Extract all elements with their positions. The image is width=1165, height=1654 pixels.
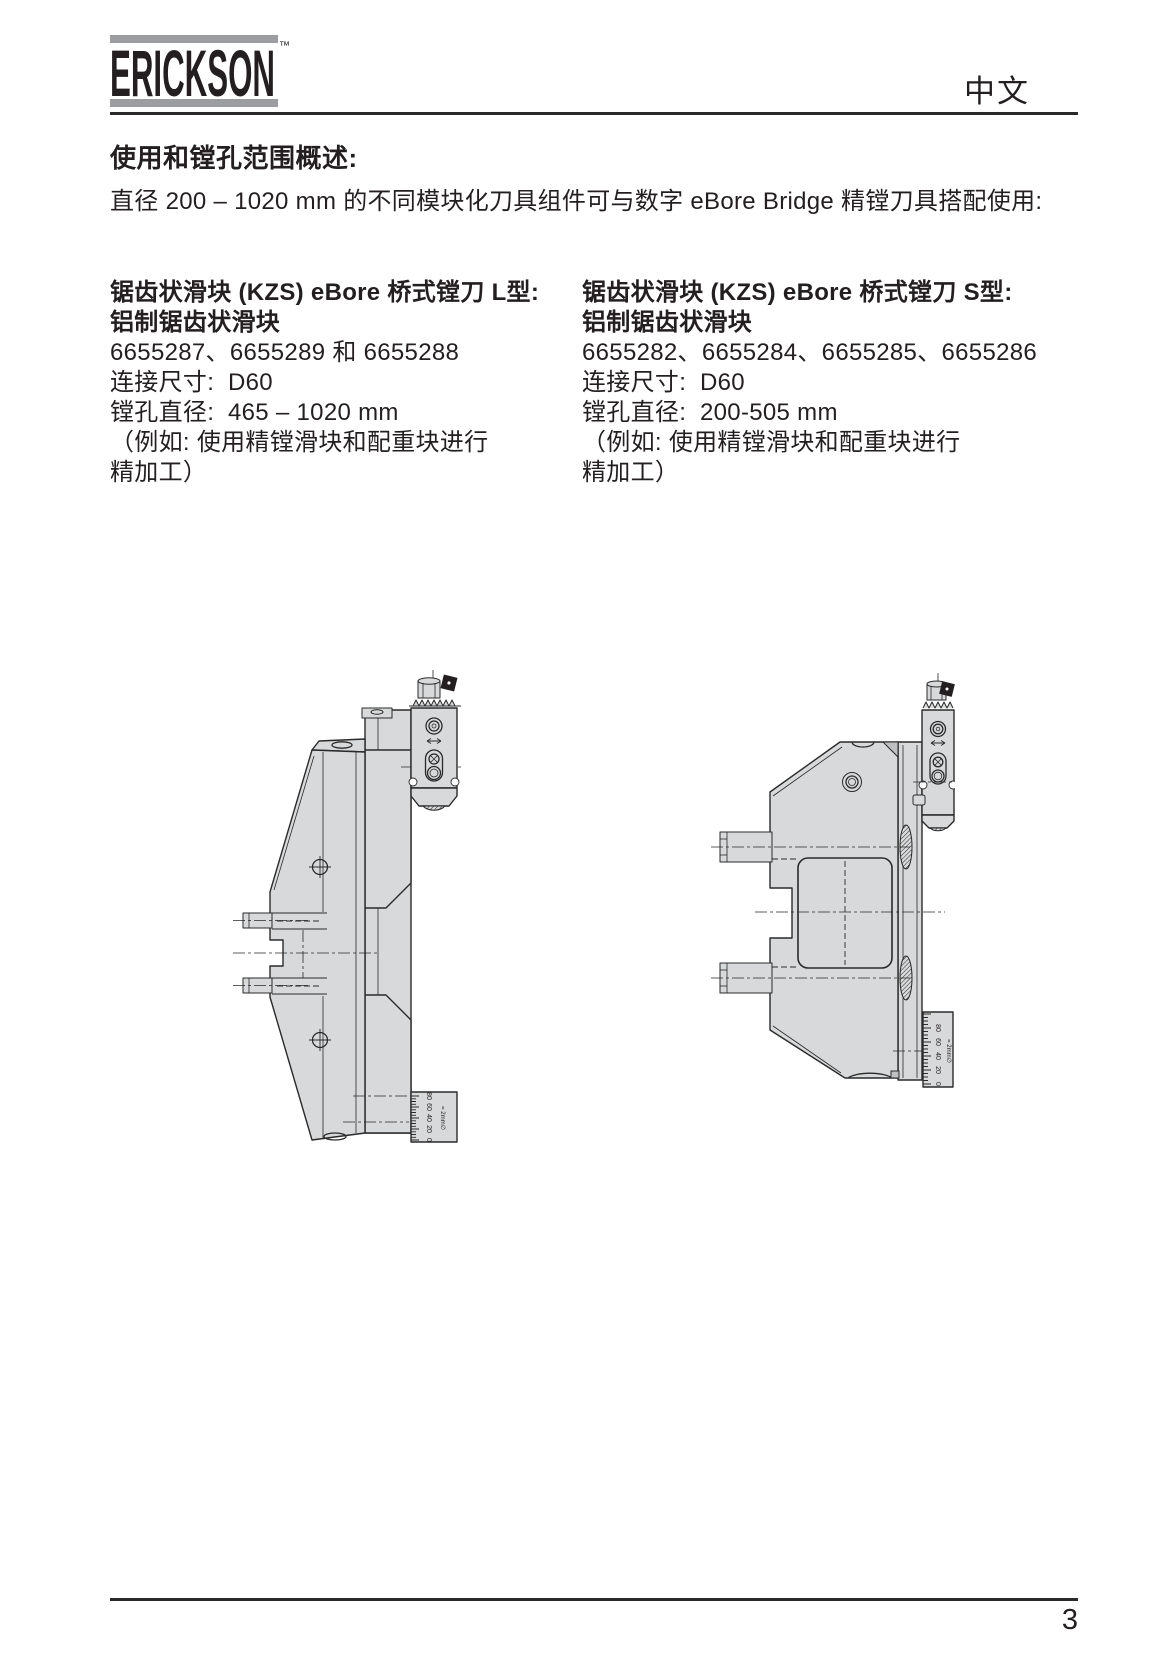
spec-value: D60 bbox=[228, 369, 273, 396]
product-column-l: 锯齿状滑块 (KZS) eBore 桥式镗刀 L型: 铝制锯齿状滑块 66552… bbox=[110, 278, 572, 488]
s-bridge-body bbox=[769, 741, 900, 1079]
logo-bottom-bar bbox=[110, 99, 278, 107]
spec-row-bore: 镗孔直径: 465 – 1020 mm bbox=[110, 398, 572, 428]
s-clamp-studs bbox=[719, 831, 773, 994]
product-part-numbers: 6655287、6655289 和 6655288 bbox=[110, 339, 460, 366]
product-note-line1: （例如: 使用精镗滑块和配重块进行 bbox=[582, 429, 961, 456]
spec-label: 连接尺寸: bbox=[110, 369, 215, 396]
spec-value: 200-505 mm bbox=[700, 399, 838, 426]
l-cutter-cartridge bbox=[408, 670, 461, 811]
s-centerlines bbox=[711, 846, 945, 1052]
l-centerlines bbox=[233, 766, 463, 1123]
header-rule bbox=[110, 112, 1078, 115]
product-title: 锯齿状滑块 (KZS) eBore 桥式镗刀 S型: bbox=[582, 279, 1013, 306]
spec-value: D60 bbox=[700, 369, 745, 396]
product-note-line2: 精加工） bbox=[582, 459, 680, 486]
spec-label: 连接尺寸: bbox=[582, 369, 687, 396]
scale-note: = 2mm∅ bbox=[439, 1106, 446, 1130]
footer-rule bbox=[110, 1598, 1078, 1601]
scale-label: 40 bbox=[425, 1114, 432, 1122]
scale-label: 80 bbox=[425, 1092, 432, 1100]
scale-label: 40 bbox=[934, 1052, 941, 1060]
logo-top-bar bbox=[110, 35, 278, 43]
spec-row-connection: 连接尺寸: D60 bbox=[110, 368, 572, 398]
logo-text: ERICKSON bbox=[110, 36, 275, 110]
l-vernier-scale: 80 60 40 20 0 = 2mm∅ bbox=[410, 1091, 458, 1143]
cutting-insert-icon bbox=[440, 674, 458, 692]
scale-label: 20 bbox=[934, 1066, 941, 1074]
page-number: 3 bbox=[1061, 1604, 1078, 1636]
scale-label: 0 bbox=[934, 1082, 941, 1086]
section-heading: 使用和镗孔范围概述: bbox=[110, 143, 358, 173]
product-note-line2: 精加工） bbox=[110, 459, 208, 486]
spec-label: 镗孔直径: bbox=[582, 399, 687, 426]
product-title: 锯齿状滑块 (KZS) eBore 桥式镗刀 L型: bbox=[110, 279, 540, 306]
spec-row-bore: 镗孔直径: 200-505 mm bbox=[582, 398, 1082, 428]
logo-trademark: ™ bbox=[279, 40, 290, 52]
cutting-insert-icon bbox=[939, 681, 955, 697]
product-subtitle: 铝制锯齿状滑块 bbox=[110, 309, 281, 336]
s-slide-plate bbox=[897, 741, 923, 1081]
scale-note: = 2mm∅ bbox=[945, 1039, 952, 1063]
product-note-line1: （例如: 使用精镗滑块和配重块进行 bbox=[110, 429, 489, 456]
language-label: 中文 bbox=[964, 74, 1030, 109]
s-cutter-cartridge bbox=[912, 673, 955, 832]
scale-label: 80 bbox=[934, 1024, 941, 1032]
product-subtitle: 铝制锯齿状滑块 bbox=[582, 309, 753, 336]
scale-label: 60 bbox=[934, 1038, 941, 1046]
s-vernier-scale: 80 60 40 20 0 = 2mm∅ bbox=[922, 1011, 954, 1088]
intro-paragraph: 直径 200 – 1020 mm 的不同模块化刀具组件可与数字 eBore Br… bbox=[110, 188, 1043, 215]
scale-label: 0 bbox=[425, 1138, 432, 1142]
l-type-boring-tool-drawing: 80 60 40 20 0 = 2mm∅ bbox=[233, 670, 463, 1143]
product-part-numbers: 6655282、6655284、6655285、6655286 bbox=[582, 339, 1038, 366]
spec-value: 465 – 1020 mm bbox=[228, 399, 399, 426]
erickson-logo: ERICKSON ™ bbox=[110, 35, 290, 110]
spec-row-connection: 连接尺寸: D60 bbox=[582, 368, 1082, 398]
scale-label: 60 bbox=[425, 1103, 432, 1111]
product-column-s: 锯齿状滑块 (KZS) eBore 桥式镗刀 S型: 铝制锯齿状滑块 66552… bbox=[582, 278, 1082, 488]
s-type-boring-tool-drawing: 80 60 40 20 0 = 2mm∅ bbox=[711, 673, 955, 1088]
spec-label: 镗孔直径: bbox=[110, 399, 215, 426]
scale-label: 20 bbox=[425, 1125, 432, 1133]
l-mounting-holes bbox=[309, 856, 331, 1051]
l-bridge-body bbox=[269, 707, 412, 1141]
